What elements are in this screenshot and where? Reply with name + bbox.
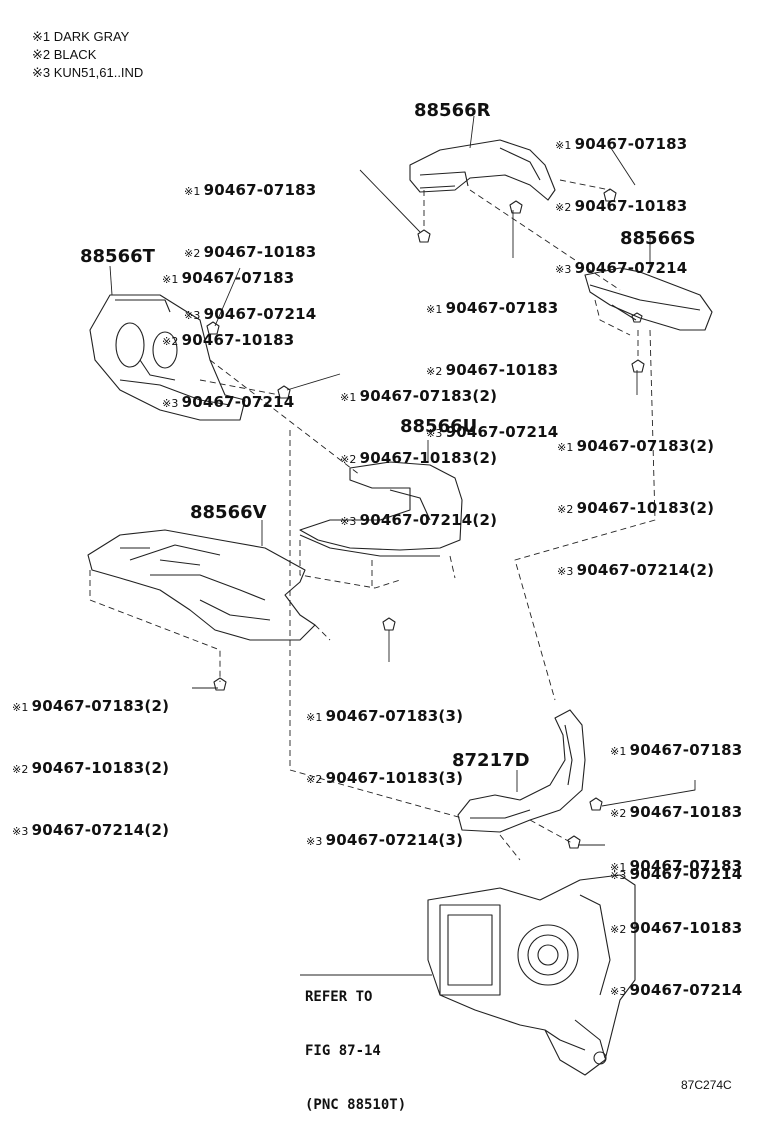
legend-line-3: ※3 KUN51,61..IND <box>32 65 144 80</box>
duct-88566T <box>89 294 246 421</box>
figure-code: 87C274C <box>681 1078 732 1092</box>
duct-87217D <box>457 709 586 833</box>
part-label-88566R: 88566R <box>414 100 491 121</box>
legend-line-1: ※1 DARK GRAY <box>32 29 130 44</box>
legend-line-2: ※2 BLACK <box>32 47 97 62</box>
blower-unit <box>427 874 636 1076</box>
dashed-assembly-lines <box>89 179 656 861</box>
duct-88566U <box>299 461 463 557</box>
duct-88566V <box>87 529 316 641</box>
refer-line-1: REFER TO <box>305 989 373 1005</box>
part-label-88566S: 88566S <box>620 228 696 249</box>
part-label-88566V: 88566V <box>190 502 267 523</box>
leader-lines <box>109 115 696 976</box>
part-label-88566U: 88566U <box>400 416 478 437</box>
refer-line-3: (PNC 88510T) <box>305 1097 407 1113</box>
part-label-87217D: 87217D <box>452 750 530 771</box>
refer-note: REFER TO FIG 87-14 (PNC 88510T) <box>305 952 406 1132</box>
clip-fasteners <box>206 188 645 849</box>
part-label-88566T: 88566T <box>80 246 155 267</box>
refer-line-2: FIG 87-14 <box>305 1043 381 1059</box>
duct-88566R <box>409 139 556 201</box>
